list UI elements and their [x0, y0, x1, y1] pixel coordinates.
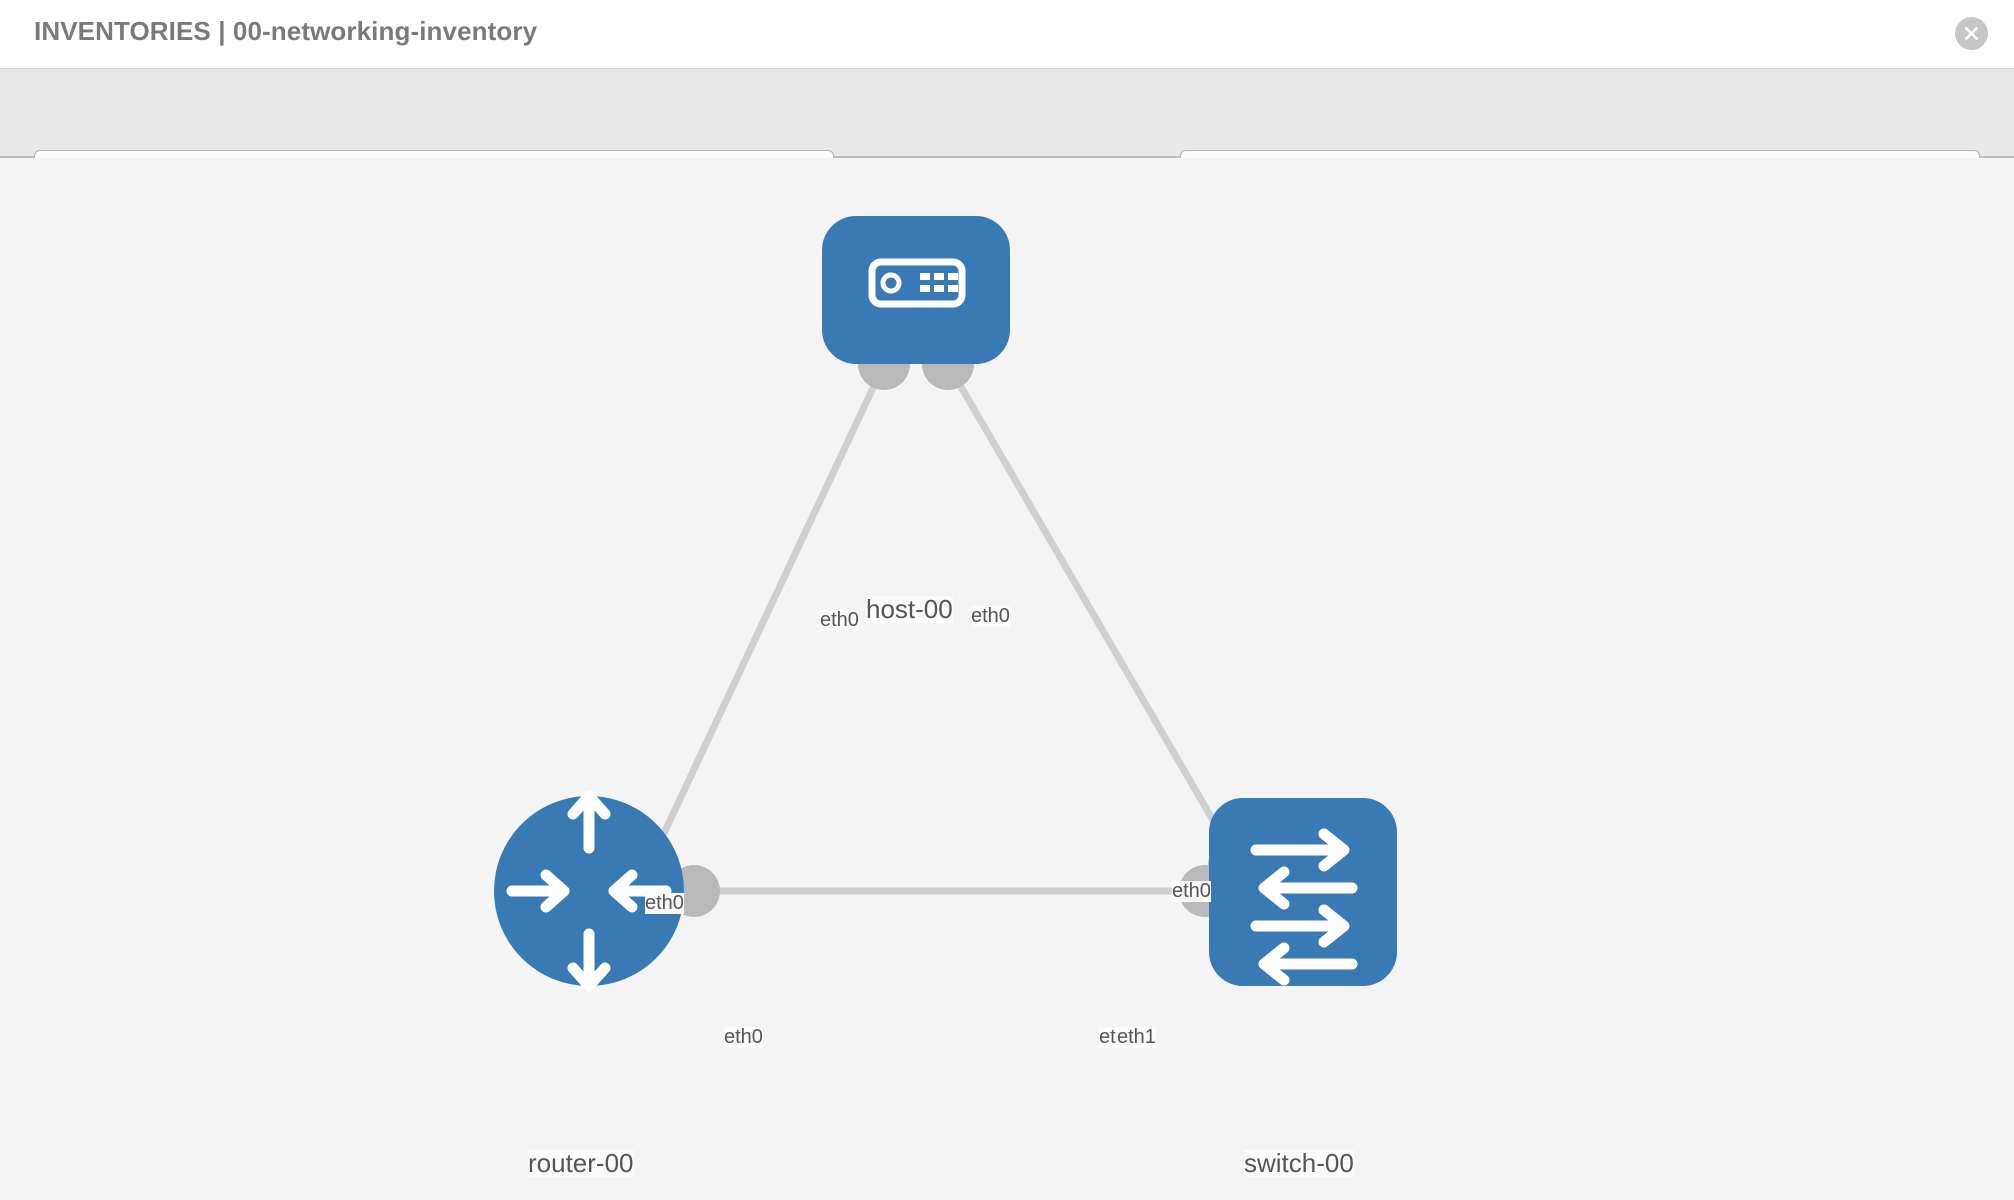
server-icon [868, 258, 966, 308]
link-host00-switch00[interactable] [949, 371, 1239, 860]
node-label-router-00: router-00 [528, 1148, 634, 1178]
node-label-switch-00: switch-00 [1244, 1148, 1354, 1178]
edge-label-switch00-host00: eth0 [1172, 880, 1211, 902]
toolbar: ACTIONS SEARCH [0, 69, 2014, 204]
node-router-00[interactable] [494, 790, 684, 992]
edge-label-router00-eth0: eth0 [724, 1026, 763, 1048]
node-host-00[interactable] [822, 216, 1010, 364]
topology-canvas[interactable]: eth0 eth0 eth0 eth0 eth0 eth0 eth1 host-… [0, 158, 2014, 1200]
router-arrows-icon [506, 790, 672, 992]
page-title: INVENTORIES | 00-networking-inventory [34, 16, 538, 46]
edge-label-switch00-eth1: eth1 [1117, 1026, 1156, 1048]
topology-links [646, 371, 1239, 895]
close-icon[interactable] [1955, 17, 1988, 50]
switch-arrows-icon [1250, 828, 1358, 986]
link-host00-router00[interactable] [646, 371, 884, 865]
edge-label-host00-router00: eth0 [820, 609, 859, 631]
edge-label-router00-host00: eth0 [645, 892, 684, 914]
node-switch-00[interactable] [1209, 798, 1397, 986]
edge-label-host00-switch00: eth0 [971, 605, 1010, 627]
node-label-host-00: host-00 [866, 594, 953, 624]
page-header: INVENTORIES | 00-networking-inventory [0, 0, 2014, 69]
